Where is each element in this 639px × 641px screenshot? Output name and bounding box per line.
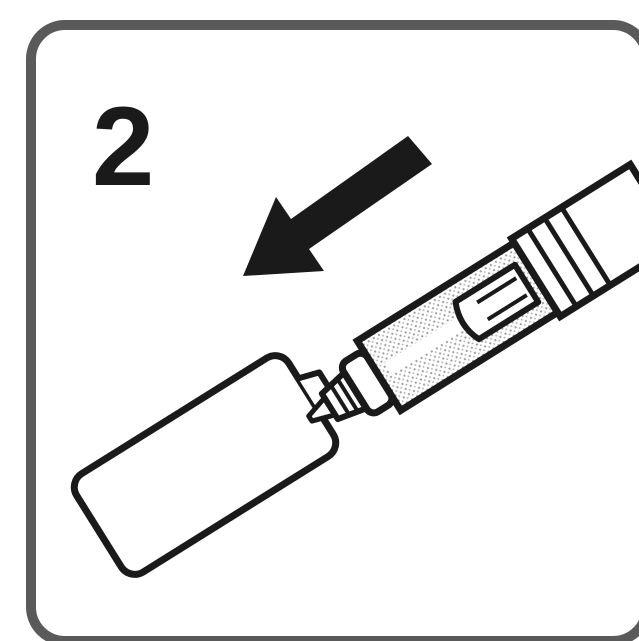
- step-number: 2: [92, 84, 154, 209]
